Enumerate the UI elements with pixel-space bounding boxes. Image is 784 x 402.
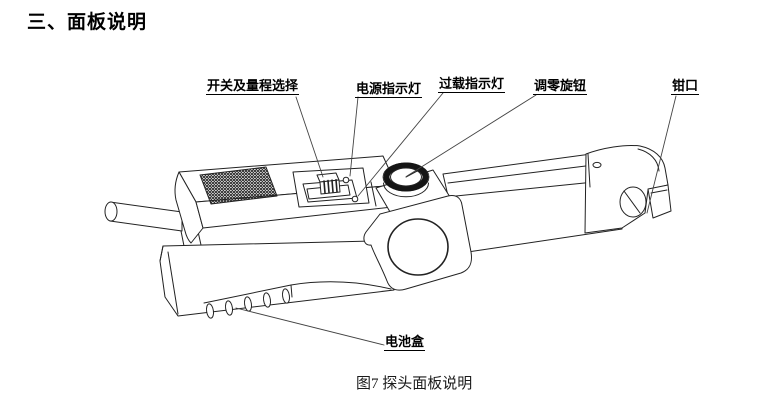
label-zero-adjust-knob: 调零旋钮 [533,78,588,96]
zero-knob [370,162,451,218]
label-clamp-jaw: 钳口 [671,78,700,96]
leader-battery-box [235,307,385,346]
label-power-indicator: 电源指示灯 [355,81,423,99]
leader-zero-knob [406,94,537,177]
label-battery-box: 电池盒 [384,334,426,352]
overload-led [351,195,359,203]
figure-caption: 图7 探头面板说明 [356,376,473,392]
battery-vents [205,288,291,319]
battery-compartment [159,240,395,319]
power-led [342,176,350,184]
range-switch [316,172,341,195]
clamp-jaw-head [584,145,672,234]
jaw-screw [592,161,602,169]
leader-clamp-jaw [646,95,677,214]
leader-overload-indicator [357,92,444,197]
pivot-circle [387,218,449,276]
leader-power-indicator [349,96,359,177]
grip-texture [199,166,278,205]
section-heading: 三、面板说明 [27,12,148,33]
label-overload-indicator: 过载指示灯 [438,76,506,94]
leader-switch-range [295,96,324,178]
jaw-tip [647,184,672,219]
control-panel [292,167,370,208]
label-switch-range: 开关及量程选择 [206,78,300,96]
leader-lines [235,92,677,346]
probe-cable [104,201,183,232]
